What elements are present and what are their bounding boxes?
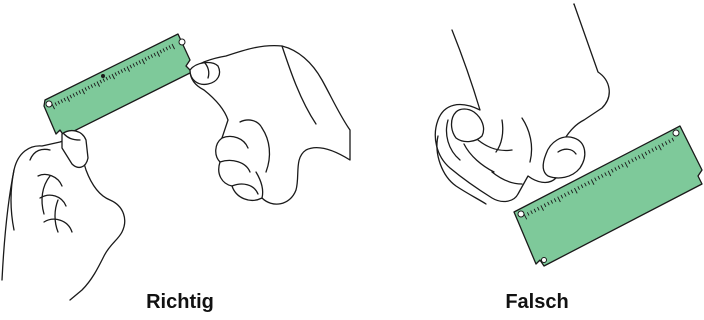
mounting-hole [542,258,547,263]
left-hand [2,131,125,300]
right-thumb [190,63,220,85]
panel-wrong-handling: Falsch [352,0,704,320]
wrong-handling-drawing [352,0,704,320]
mounting-hole [46,101,52,107]
grabbing-hand [435,4,609,204]
panel-correct-handling: Richtig [0,0,352,320]
mounting-hole [518,211,524,217]
left-hand-outline [2,140,125,300]
right-hand [190,46,350,205]
correct-handling-drawing [0,0,352,320]
caption-wrong: Falsch [467,291,607,314]
mounting-hole [673,130,679,136]
caption-correct: Richtig [110,291,250,314]
memory-module-correct [44,34,192,136]
notch-mark [101,74,105,78]
module-board [44,34,192,136]
mounting-hole [179,39,185,45]
